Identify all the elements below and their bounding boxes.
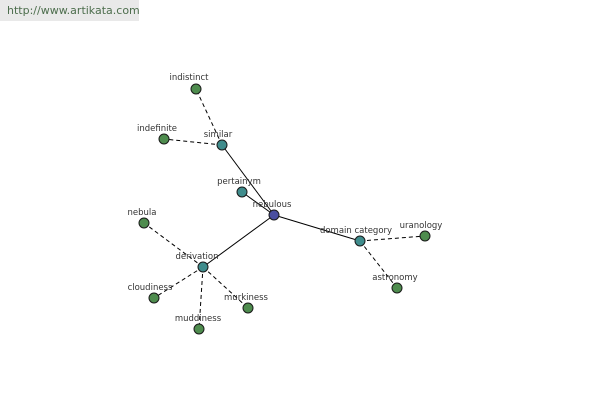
node-cloudiness[interactable]: cloudiness [128, 283, 173, 304]
node-dot[interactable] [190, 83, 202, 95]
node-murkiness[interactable]: murkiness [224, 293, 269, 314]
node-dot[interactable] [242, 302, 254, 314]
node-dot[interactable] [391, 282, 403, 294]
node-indistinct[interactable]: indistinct [169, 73, 209, 95]
node-label: indistinct [169, 73, 209, 83]
edge-nebulous-to-domain-category [273, 214, 361, 242]
edge-derivation-to-cloudiness [153, 266, 204, 299]
graph-nodes: nebulous similar pertainym derivation domain… [128, 73, 443, 335]
node-dot[interactable] [236, 186, 248, 198]
node-label: cloudiness [128, 283, 173, 293]
node-label: nebulous [253, 200, 292, 210]
node-dot[interactable] [268, 209, 280, 221]
node-label: derivation [175, 252, 218, 262]
edge-nebulous-to-similar [221, 144, 275, 216]
node-dot[interactable] [148, 292, 160, 304]
edge-derivation-to-murkiness [202, 266, 249, 309]
node-label: similar [204, 130, 233, 140]
node-label: nebula [128, 208, 157, 218]
node-pertainym[interactable]: pertainym [217, 177, 261, 198]
node-domain-category[interactable]: domain category [320, 226, 392, 247]
node-label: domain category [320, 226, 392, 236]
node-label: pertainym [217, 177, 261, 187]
node-indefinite[interactable]: indefinite [137, 124, 177, 145]
graph-edges [143, 88, 426, 330]
node-label: muddiness [175, 314, 222, 324]
edge-derivation-to-muddiness [198, 266, 204, 330]
node-label: uranology [400, 221, 443, 231]
node-label: astronomy [372, 273, 417, 283]
node-label: murkiness [224, 293, 268, 303]
edge-domain-category-to-uranology [359, 235, 426, 242]
node-dot[interactable] [138, 217, 150, 229]
node-nebula[interactable]: nebula [128, 208, 157, 229]
source-link[interactable]: http://www.artikata.com [0, 0, 140, 21]
node-uranology[interactable]: uranology [400, 221, 443, 242]
node-dot[interactable] [197, 261, 209, 273]
node-dot[interactable] [419, 230, 431, 242]
node-nebulous[interactable]: nebulous [253, 200, 292, 221]
node-derivation[interactable]: derivation [175, 252, 219, 273]
node-astronomy[interactable]: astronomy [372, 273, 418, 294]
node-dot[interactable] [193, 323, 205, 335]
node-label: indefinite [137, 124, 177, 134]
edge-nebulous-to-derivation [202, 214, 275, 268]
node-similar[interactable]: similar [204, 130, 233, 151]
node-muddiness[interactable]: muddiness [175, 314, 222, 335]
edge-similar-to-indistinct [195, 88, 223, 146]
node-dot[interactable] [354, 235, 366, 247]
edge-nebulous-to-pertainym [241, 191, 275, 216]
edge-similar-to-indefinite [163, 138, 223, 146]
edge-derivation-to-nebula [143, 222, 204, 268]
edge-domain-category-to-astronomy [359, 240, 398, 289]
node-dot[interactable] [158, 133, 170, 145]
node-dot[interactable] [216, 139, 228, 151]
